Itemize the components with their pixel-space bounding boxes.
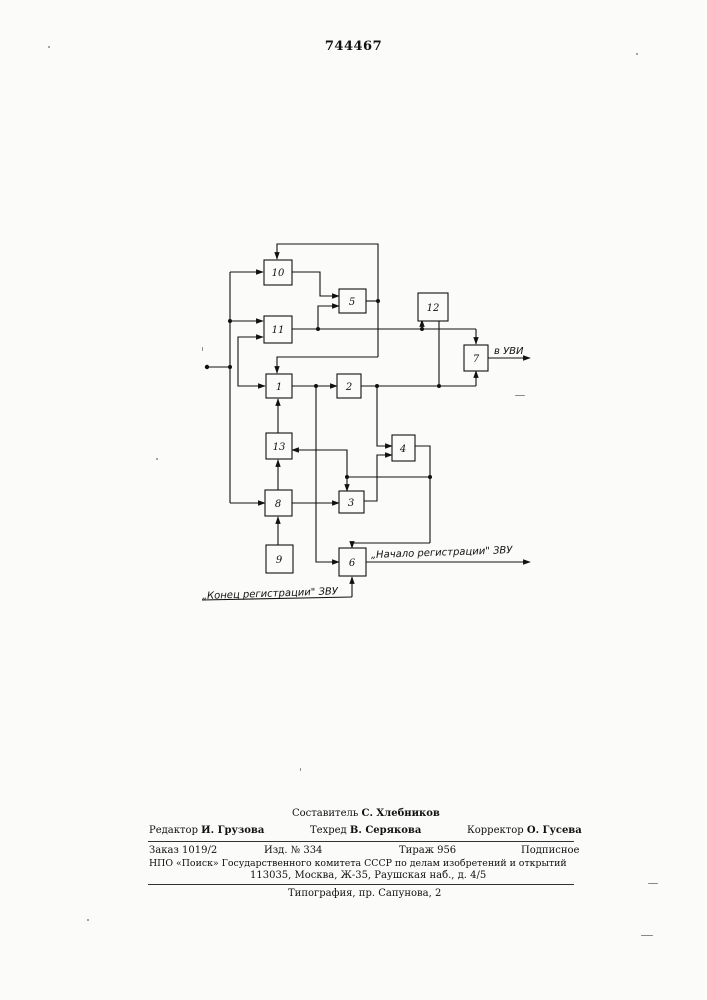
block-5-label: 5: [349, 297, 355, 308]
publisher-address: 113035, Москва, Ж-35, Раушская наб., д. …: [250, 870, 486, 881]
subscription: Подписное: [521, 845, 579, 856]
wire-bus-13: [292, 450, 347, 477]
junction-dot: [345, 475, 349, 479]
corrector-role: Корректор: [467, 825, 524, 836]
scan-speck: [648, 883, 658, 884]
techred-credit: Техред В. Серякова: [310, 825, 421, 836]
block-3-label: 3: [348, 498, 354, 509]
imprint-rule-bottom: [148, 884, 574, 885]
block-10-label: 10: [272, 268, 285, 279]
scan-speck: [515, 395, 525, 396]
block-6-label: 6: [349, 558, 356, 569]
compiler-role: Составитель: [292, 808, 358, 819]
wire-4-out: [415, 446, 430, 543]
wire-11-5: [292, 306, 339, 329]
start-registration-label: „Начало регистрации" ЗВУ: [371, 545, 514, 561]
junction-dot: [428, 475, 432, 479]
editor-role: Редактор: [149, 825, 198, 836]
techred-name: В. Серякова: [350, 825, 421, 836]
wire-2-4: [377, 386, 392, 446]
block-11-label: 11: [272, 325, 285, 336]
wire-to-6: [352, 543, 430, 548]
compiler-line: Составитель С. Хлебников: [292, 808, 440, 819]
junction-dot: [420, 327, 424, 331]
block-7-label: 7: [473, 354, 480, 365]
junction-dot: [228, 319, 232, 323]
wire-input-1: [238, 367, 265, 386]
wire-12-side: [433, 312, 439, 386]
compiler-name: С. Хлебников: [362, 808, 440, 819]
block-2-label: 2: [345, 382, 352, 393]
output-uvi-label: в УВИ: [494, 346, 524, 357]
junction-dot: [314, 384, 318, 388]
print-run: Тираж 956: [399, 845, 456, 856]
editor-credit: Редактор И. Грузова: [149, 825, 264, 836]
junction-dot: [376, 299, 380, 303]
junction-dot: [437, 384, 441, 388]
wire-10-5: [292, 272, 339, 296]
block-1-label: 1: [276, 382, 282, 393]
wire-loop-1: [277, 357, 378, 373]
block-9-label: 9: [276, 555, 283, 566]
junction-dot: [228, 365, 232, 369]
block-12-label: 12: [427, 303, 440, 314]
junction-dot: [316, 327, 320, 331]
printer: Типография, пр. Сапунова, 2: [288, 888, 441, 899]
scan-speck: [156, 458, 158, 460]
scan-speck: [48, 46, 50, 48]
block-4-label: 4: [399, 444, 406, 455]
corrector-name: О. Гусева: [527, 825, 582, 836]
wiring: [207, 244, 530, 597]
junction-dot: [205, 365, 209, 369]
techred-role: Техред: [310, 825, 347, 836]
scan-speck: [202, 347, 203, 351]
order-number: Заказ 1019/2: [149, 845, 217, 856]
block-8-label: 8: [275, 499, 281, 510]
imprint-rule: [148, 841, 574, 842]
editor-name: И. Грузова: [201, 825, 264, 836]
blocks: 10 5 12 11 7 1 2 13 4 8 3 9 6: [264, 260, 488, 576]
scan-speck: [87, 919, 89, 921]
junction-dot: [375, 384, 379, 388]
wire-3-4: [364, 455, 392, 501]
scan-speck: [641, 935, 653, 936]
scan-speck: [300, 768, 301, 771]
publisher: НПО «Поиск» Государственного комитета СС…: [149, 858, 567, 869]
edition-number: Изд. № 334: [264, 845, 322, 856]
corrector-credit: Корректор О. Гусева: [467, 825, 582, 836]
scan-speck: [636, 53, 638, 55]
block-13-label: 13: [273, 442, 286, 453]
wire-input-11b: [238, 337, 263, 367]
wire-node-6: [316, 386, 339, 562]
